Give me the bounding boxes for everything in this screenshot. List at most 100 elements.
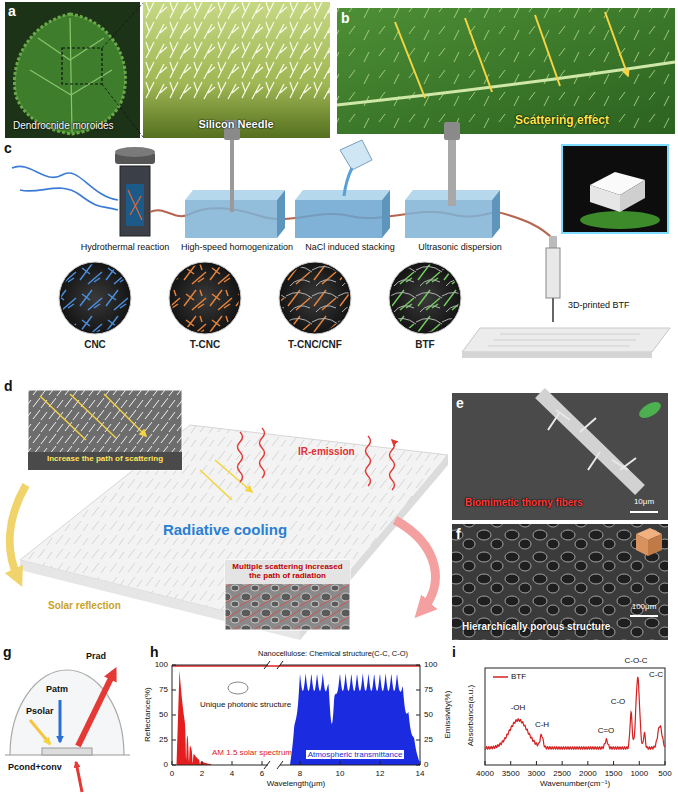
leaf-photo [62, 48, 102, 84]
axis-line [172, 740, 176, 741]
panel-letter: h [150, 644, 159, 660]
process-illustration [340, 140, 372, 170]
axis-line [172, 715, 176, 716]
printed-sample-photo [620, 180, 645, 212]
energy-balance-sketch [5, 670, 130, 792]
axis-line [264, 761, 270, 769]
axis-tick: 75 [424, 685, 433, 694]
sample-circle [281, 264, 349, 332]
axis-tick: 0 [164, 760, 168, 769]
axis-title: Emissivity(%) [443, 691, 452, 739]
ftir-chart [485, 668, 665, 765]
step-label: Hydrothermal reaction [81, 242, 170, 252]
printer-illustration [462, 236, 670, 358]
axis-tick: 100 [155, 660, 168, 669]
axis-frame [485, 668, 665, 765]
panel-letter: b [341, 10, 350, 26]
process-illustration [382, 190, 390, 238]
axis-line [562, 761, 563, 765]
axis-line [420, 761, 421, 765]
axis-line [665, 761, 666, 765]
sample-circle [61, 264, 129, 332]
axis-title: Absorbance(a.u.) [466, 685, 475, 746]
photo-panel: Dendrocnide moroides [5, 2, 140, 138]
reflection-label: Solar reflection [48, 600, 121, 612]
sample-circle [59, 262, 461, 334]
axis-tick: 8 [298, 769, 302, 778]
axis-tick: 2 [200, 769, 204, 778]
leaf-photo [30, 18, 112, 132]
printer-illustration [552, 298, 554, 322]
porous-inset-photo [225, 560, 350, 630]
leaf-scatter-photo [337, 8, 675, 134]
printed-sample-photo [562, 145, 668, 233]
node-text: Scattering effect [515, 114, 609, 128]
cooling-film [200, 460, 252, 500]
printer-illustration [462, 328, 670, 352]
ftir-curve [485, 677, 665, 749]
photonic-icon [228, 682, 248, 694]
axis-tick: 0 [424, 760, 428, 769]
axis-tick: 10 [336, 769, 345, 778]
axis-tick: 2000 [579, 769, 597, 778]
axis-line [416, 715, 420, 716]
axis-line [262, 761, 263, 765]
power-label: Pcond+conv [8, 762, 62, 772]
panel-letter: e [456, 395, 464, 411]
leaf-photo [102, 3, 143, 137]
printed-sample-photo [580, 211, 660, 229]
thorn-inset-photo [28, 452, 182, 470]
sem-porous-image [630, 615, 658, 617]
legend-text: BTF [511, 672, 526, 681]
process-illustration [115, 147, 155, 157]
axis-line [416, 765, 420, 766]
axis-line [485, 761, 486, 765]
node-text: Hierarchically porous structure [462, 621, 610, 633]
node-text: Silicon Needle [198, 118, 273, 131]
chart-note: Unique photonic structure [200, 700, 291, 709]
axis-tick: 50 [424, 710, 433, 719]
process-illustration [185, 190, 285, 200]
sample-circle [169, 262, 241, 334]
axis-tick: 14 [416, 769, 425, 778]
process-illustration [295, 200, 382, 238]
reflectance-line [172, 665, 420, 667]
axis-line [613, 761, 614, 765]
process-illustration [120, 166, 150, 236]
process-illustration [492, 190, 500, 238]
energy-balance-sketch [42, 748, 92, 755]
node-text: 100μm [632, 602, 657, 611]
step-label: NaCl induced stacking [305, 242, 395, 252]
series-label: Atmospheric transmittance [306, 750, 405, 759]
axis-tick: 50 [159, 710, 168, 719]
cooling-film [20, 425, 448, 630]
sample-circle [279, 262, 351, 334]
process-illustration [12, 120, 552, 238]
needle-photo [143, 2, 330, 102]
power-label: Prad [86, 651, 106, 661]
axis-tick: 6 [260, 769, 264, 778]
node-text: BTF [415, 339, 434, 351]
thorn-inset-photo [28, 390, 182, 452]
axis-line [172, 765, 268, 766]
porous-inset-photo [225, 560, 350, 584]
panel-letter: d [4, 378, 13, 394]
axis-title: Wavelength(μm) [267, 779, 326, 788]
axis-line [587, 761, 588, 765]
atmospheric-window [290, 673, 420, 765]
node-text: Increase the path of scattering [47, 454, 163, 463]
sample-circle: T-CNC [165, 260, 245, 354]
leaf-scatter-photo [337, 8, 675, 134]
panel-letter: i [452, 644, 456, 660]
energy-balance-sketch [76, 762, 82, 792]
node-text: Multiple scattering increased the path o… [229, 562, 347, 580]
thorn-inset-photo [28, 390, 182, 470]
process-illustration [444, 122, 460, 140]
process-illustration [344, 168, 352, 196]
panel-letter: a [8, 3, 16, 19]
sample-circle [171, 264, 239, 332]
peak-label: -OH [511, 703, 526, 712]
cooling-film [395, 520, 435, 610]
series-label: AM 1.5 solar spectrum [212, 748, 292, 757]
